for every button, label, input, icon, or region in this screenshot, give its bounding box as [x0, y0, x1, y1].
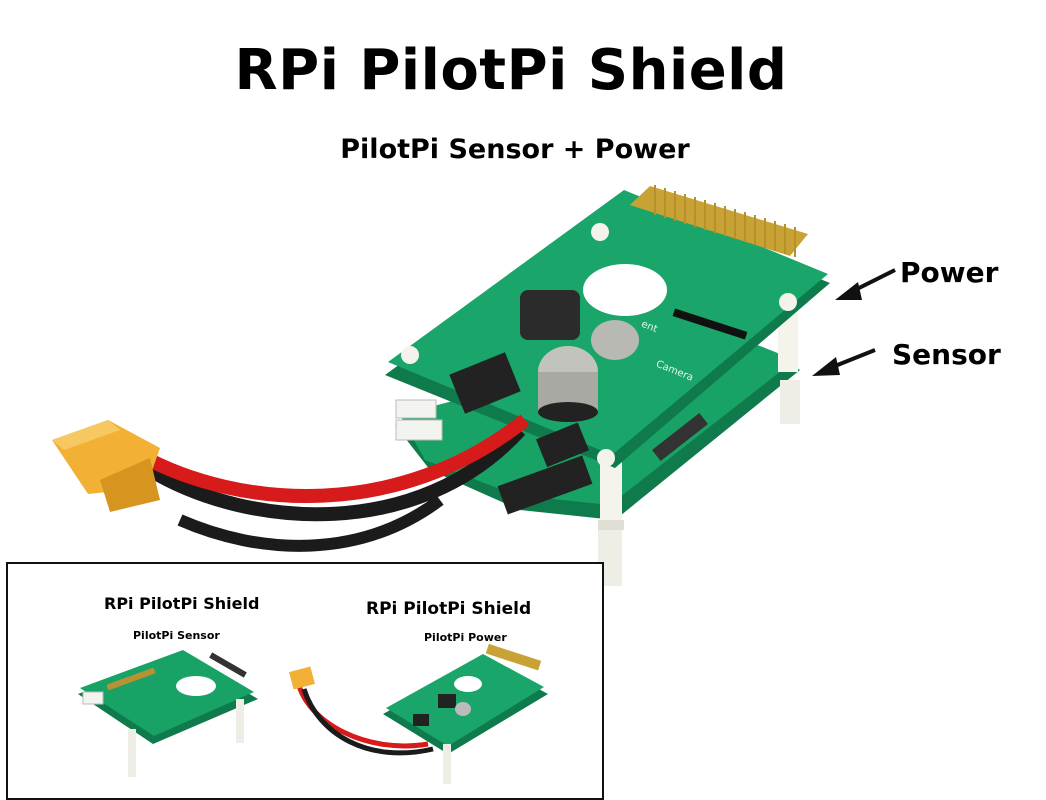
power-cable	[136, 414, 530, 552]
xt60-connector	[52, 420, 160, 512]
inset-left-subtitle: PilotPi Sensor	[133, 629, 220, 642]
inset-left-title: RPi PilotPi Shield	[104, 594, 260, 613]
inset-comparison: RPi PilotPi Shield PilotPi Sensor RPi Pi…	[6, 562, 604, 800]
page-title: RPi PilotPi Shield	[234, 38, 788, 103]
inset-photo	[78, 643, 548, 784]
inset-sensor-board	[78, 650, 258, 777]
power-board: Camera ent	[385, 185, 830, 468]
callout-arrows	[812, 268, 896, 376]
sensor-label: Sensor	[892, 338, 1001, 371]
inset-right-title: RPi PilotPi Shield	[366, 599, 532, 619]
inset-cable	[289, 666, 434, 756]
inset-right-subtitle: PilotPi Power	[424, 631, 507, 644]
power-label: Power	[900, 256, 999, 289]
page-subtitle: PilotPi Sensor + Power	[340, 134, 690, 165]
inset-power-board	[383, 643, 548, 784]
